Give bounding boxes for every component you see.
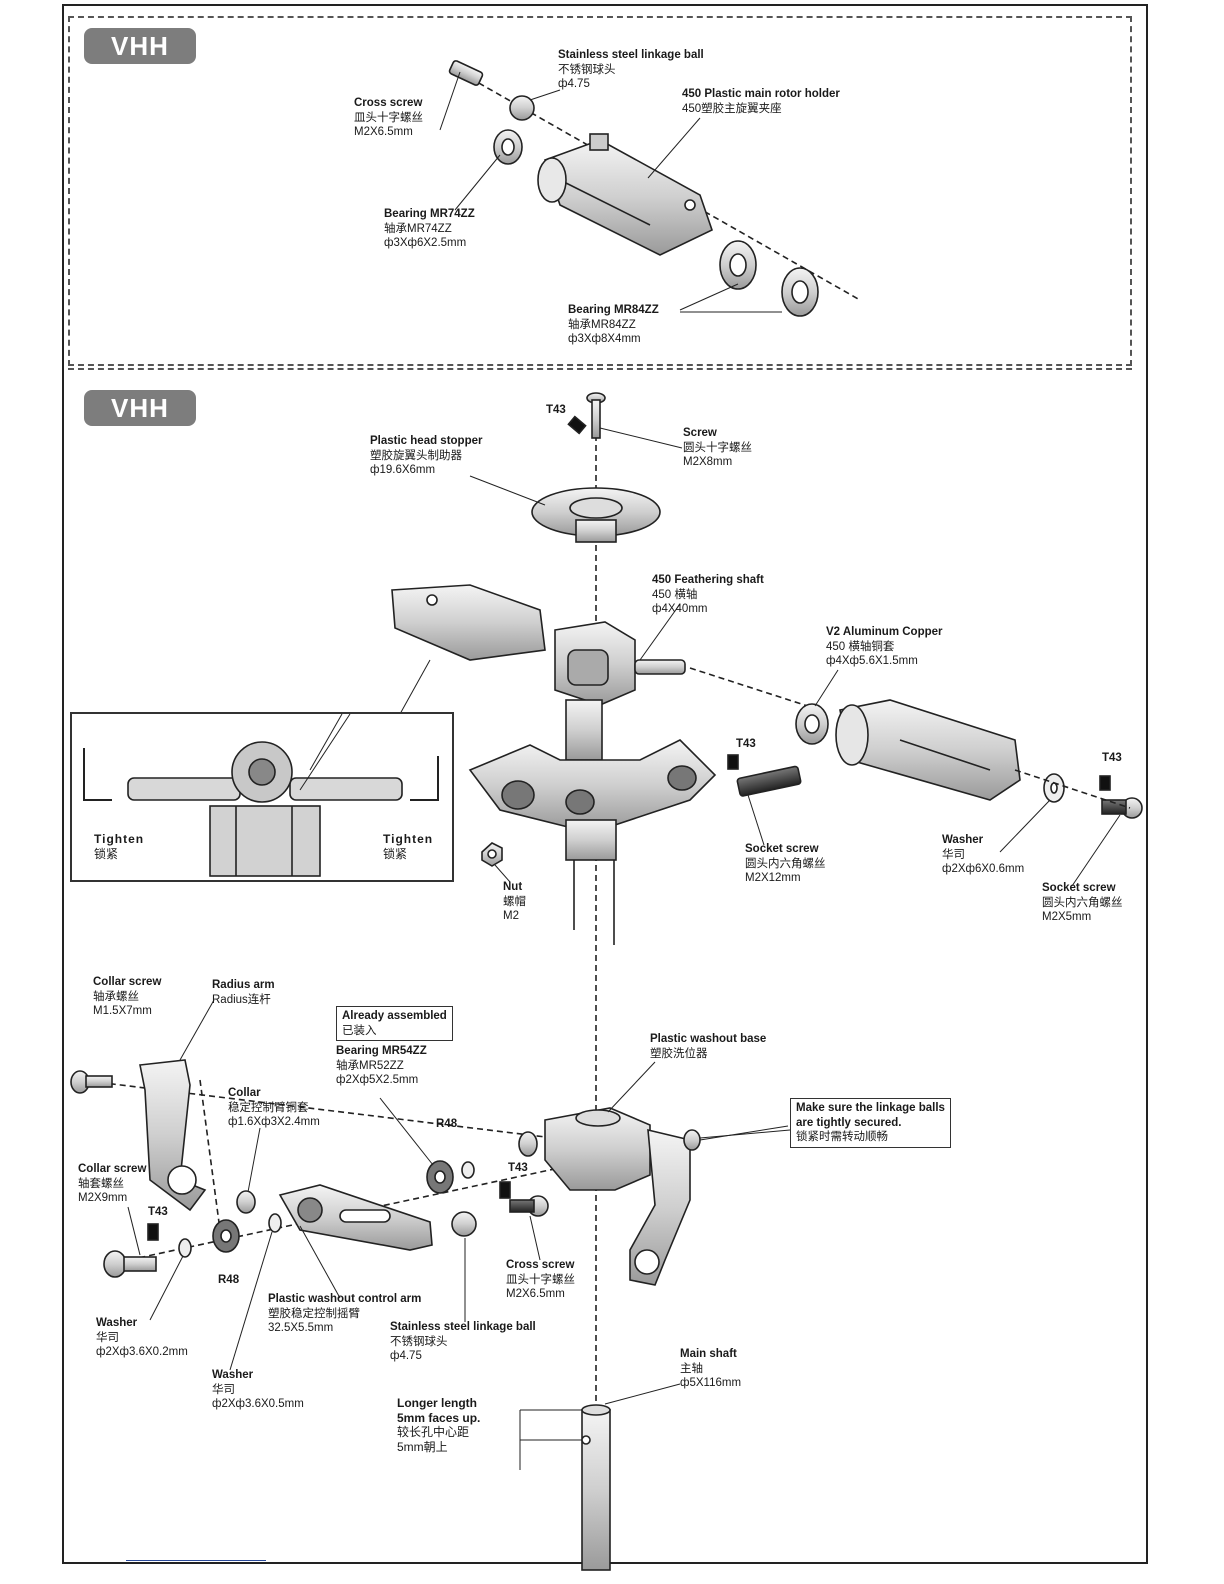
bearing-left: [212, 1219, 240, 1253]
collar-bushing: [236, 1190, 256, 1214]
label-linkage-ball-lower: Stainless steel linkage ball 不锈钢球头 ф4.75: [390, 1321, 536, 1362]
vhh-badge-top: VHH: [84, 28, 196, 64]
top-bearing-mr84-a: [719, 240, 757, 290]
washer-small: [461, 1161, 475, 1179]
collar-screw-m2x9: [103, 1250, 157, 1278]
top-linkage-ball: [509, 95, 535, 121]
label-nut: Nut 螺帽 M2: [503, 881, 526, 922]
label-washout-base: Plastic washout base 塑胶洗位器: [650, 1033, 767, 1060]
label-main-shaft: Main shaft 主轴 ф5X116mm: [680, 1348, 742, 1389]
socket-screw-m2x5: [1101, 797, 1143, 819]
t43-markers: [147, 415, 1111, 1241]
screw-m2x8: [586, 392, 606, 439]
label-longer-length: Longer length 5mm faces up. 较长孔中心距 5mm朝上: [397, 1396, 481, 1454]
washout-base: [518, 1107, 701, 1286]
label-washer-right: Washer 华司 ф2Xф6X0.6mm: [942, 834, 1025, 875]
note-linkage-balls: Make sure the linkage balls are tightly …: [790, 1098, 951, 1148]
top-dotted-box: [68, 16, 1132, 366]
bearing-mr54: [426, 1160, 454, 1194]
label-v2-aluminum-copper: V2 Aluminum Copper 450 横轴铜套 ф4Xф5.6X1.5m…: [826, 626, 943, 667]
collar-screw-m1-5: [70, 1070, 113, 1094]
rotor-head-hub: [391, 584, 821, 761]
tag-t43: T43: [546, 404, 566, 416]
washout-control-arm: [278, 1184, 433, 1251]
top-rotor-holder: [537, 133, 713, 256]
tag-r48: R48: [436, 1118, 458, 1130]
inset-tighten-left: Tighten 锁紧: [94, 832, 145, 861]
label-top-bearing-mr74: Bearing MR74ZZ 轴承MR74ZZ ф3Xф6X2.5mm: [384, 208, 475, 249]
top-bearing-mr84-b: [781, 267, 819, 317]
linkage-ball-lower: [451, 1211, 477, 1237]
tag-t43: T43: [736, 738, 756, 750]
tag-r48: R48: [218, 1274, 240, 1286]
tag-t43: T43: [508, 1162, 528, 1174]
label-radius-arm: Radius arm Radius连杆: [212, 979, 275, 1006]
section-divider: [68, 368, 1132, 370]
label-top-linkage-ball: Stainless steel linkage ball 不锈钢球头 ф4.75: [558, 49, 704, 90]
label-feathering-shaft: 450 Feathering shaft 450 横轴 ф4X40mm: [652, 574, 764, 615]
tag-t43: T43: [148, 1206, 168, 1218]
label-head-stopper: Plastic head stopper 塑胶旋翼头制助器 ф19.6X6mm: [370, 435, 483, 476]
label-cross-screw-lower: Cross screw 皿头十字螺丝 M2X6.5mm: [506, 1259, 575, 1300]
label-socket-screw-m2x5: Socket screw 圆头内六角螺丝 M2X5mm: [1042, 882, 1123, 923]
label-top-bearing-mr84: Bearing MR84ZZ 轴承MR84ZZ ф3Xф8X4mm: [568, 304, 659, 345]
label-washout-control-arm: Plastic washout control arm 塑胶稳定控制摇臂 32.…: [268, 1293, 422, 1334]
label-collar-screw-m1-5: Collar screw 轴承螺丝 M1.5X7mm: [93, 976, 162, 1017]
label-bearing-mr54: Bearing MR54ZZ 轴承MR52ZZ ф2Xф5X2.5mm: [336, 1045, 427, 1086]
top-cross-screw: [448, 60, 484, 86]
washer-0-2: [178, 1238, 192, 1258]
bottom-rule: [126, 1560, 266, 1561]
label-washer-0-2: Washer 华司 ф2Xф3.6X0.2mm: [96, 1317, 188, 1358]
main-shaft: [519, 1404, 611, 1571]
right-blade-grip: [835, 699, 1021, 801]
socket-screw-m2x12: [736, 765, 802, 797]
label-top-cross-screw: Cross screw 皿头十字螺丝 M2X6.5mm: [354, 97, 423, 138]
nut-m2: [481, 842, 503, 867]
inset-tighten-right: Tighten 锁紧: [383, 832, 434, 861]
label-socket-screw-m2x12: Socket screw 圆头内六角螺丝 M2X12mm: [745, 843, 826, 884]
label-collar: Collar 稳定控制臂铜套 ф1.6Xф3X2.4mm: [228, 1087, 320, 1128]
plastic-head-stopper: [531, 487, 661, 543]
label-washer-0-5: Washer 华司 ф2Xф3.6X0.5mm: [212, 1369, 304, 1410]
washer-0-5: [268, 1213, 282, 1233]
copper-bushing: [795, 703, 829, 745]
already-assembled-box: Already assembled 已装入: [336, 1006, 453, 1041]
vhh-badge-main: VHH: [84, 390, 196, 426]
top-bearing-mr74: [493, 129, 523, 165]
radius-arm: [139, 1059, 207, 1212]
cross-screw-lower: [509, 1195, 549, 1217]
tag-t43: T43: [1102, 752, 1122, 764]
yoke-assembly: [468, 739, 717, 945]
label-top-rotor-holder: 450 Plastic main rotor holder 450塑胶主旋翼夹座: [682, 88, 840, 115]
label-collar-screw-m2x9: Collar screw 轴套螺丝 M2X9mm: [78, 1163, 147, 1204]
label-screw-m2x8: Screw 圆头十字螺丝 M2X8mm: [683, 427, 752, 468]
